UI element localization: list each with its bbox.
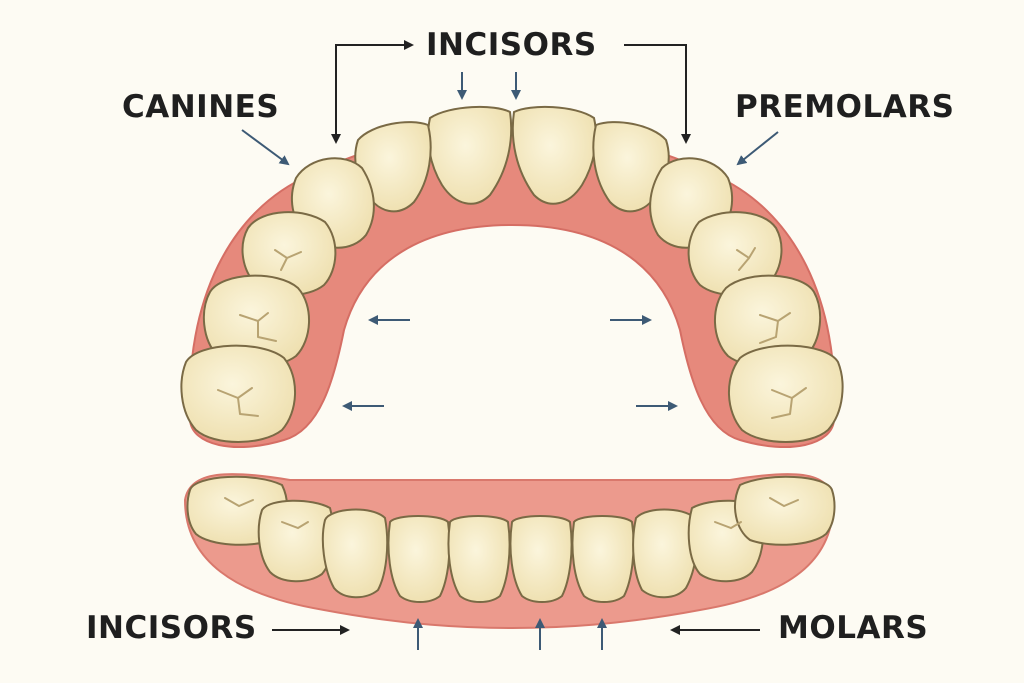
upper-molar-2-right [728, 344, 844, 443]
label-premolars: PREMOLARS [735, 89, 955, 125]
label-molars: MOLARS [778, 610, 929, 646]
label-canines: CANINES [122, 89, 280, 125]
lower-canine-right [632, 508, 699, 599]
lower-molar-right [734, 475, 836, 546]
pointer-arrows [241, 72, 779, 650]
lower-teeth [186, 475, 836, 603]
upper-central-incisor-right [511, 105, 597, 205]
upper-premolar-left [241, 211, 337, 296]
molar-fissures [217, 247, 807, 419]
label-bottom-incisors: INCISORS [86, 610, 257, 646]
lower-premolar-left [257, 499, 335, 583]
lower-incisor-1 [387, 515, 451, 603]
leader-top-incisors-right [624, 44, 691, 144]
label-top-incisors: INCISORS [426, 27, 597, 63]
lower-incisor-3 [509, 515, 573, 603]
upper-central-incisor-left [427, 105, 513, 205]
lower-incisor-4 [571, 515, 635, 603]
arrow-canines [241, 129, 290, 166]
upper-teeth [180, 105, 844, 443]
lower-incisor-2 [447, 515, 511, 603]
arrow-premolars [736, 131, 779, 166]
label-leader-lines [272, 40, 760, 635]
lower-molar-fissures [224, 497, 799, 530]
upper-molar-2-left [180, 344, 296, 443]
lower-canine-left [321, 508, 389, 599]
